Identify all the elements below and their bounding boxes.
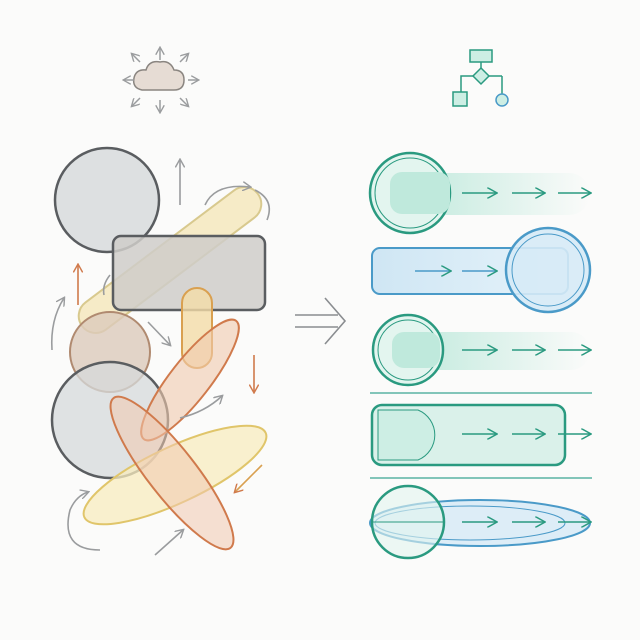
orange-ellipse-lower xyxy=(109,395,235,551)
row-2 xyxy=(371,226,592,314)
flow-arrows xyxy=(415,193,590,522)
cloud-burst-icon xyxy=(124,48,198,112)
scatter-arrows xyxy=(50,160,271,556)
gray-circle-top xyxy=(53,146,161,254)
double-arrow-right-icon xyxy=(295,297,347,345)
row-5 xyxy=(369,484,591,560)
row-4 xyxy=(370,403,567,467)
flowchart-icon xyxy=(452,49,509,107)
chaotic-shapes-cluster xyxy=(50,146,268,551)
